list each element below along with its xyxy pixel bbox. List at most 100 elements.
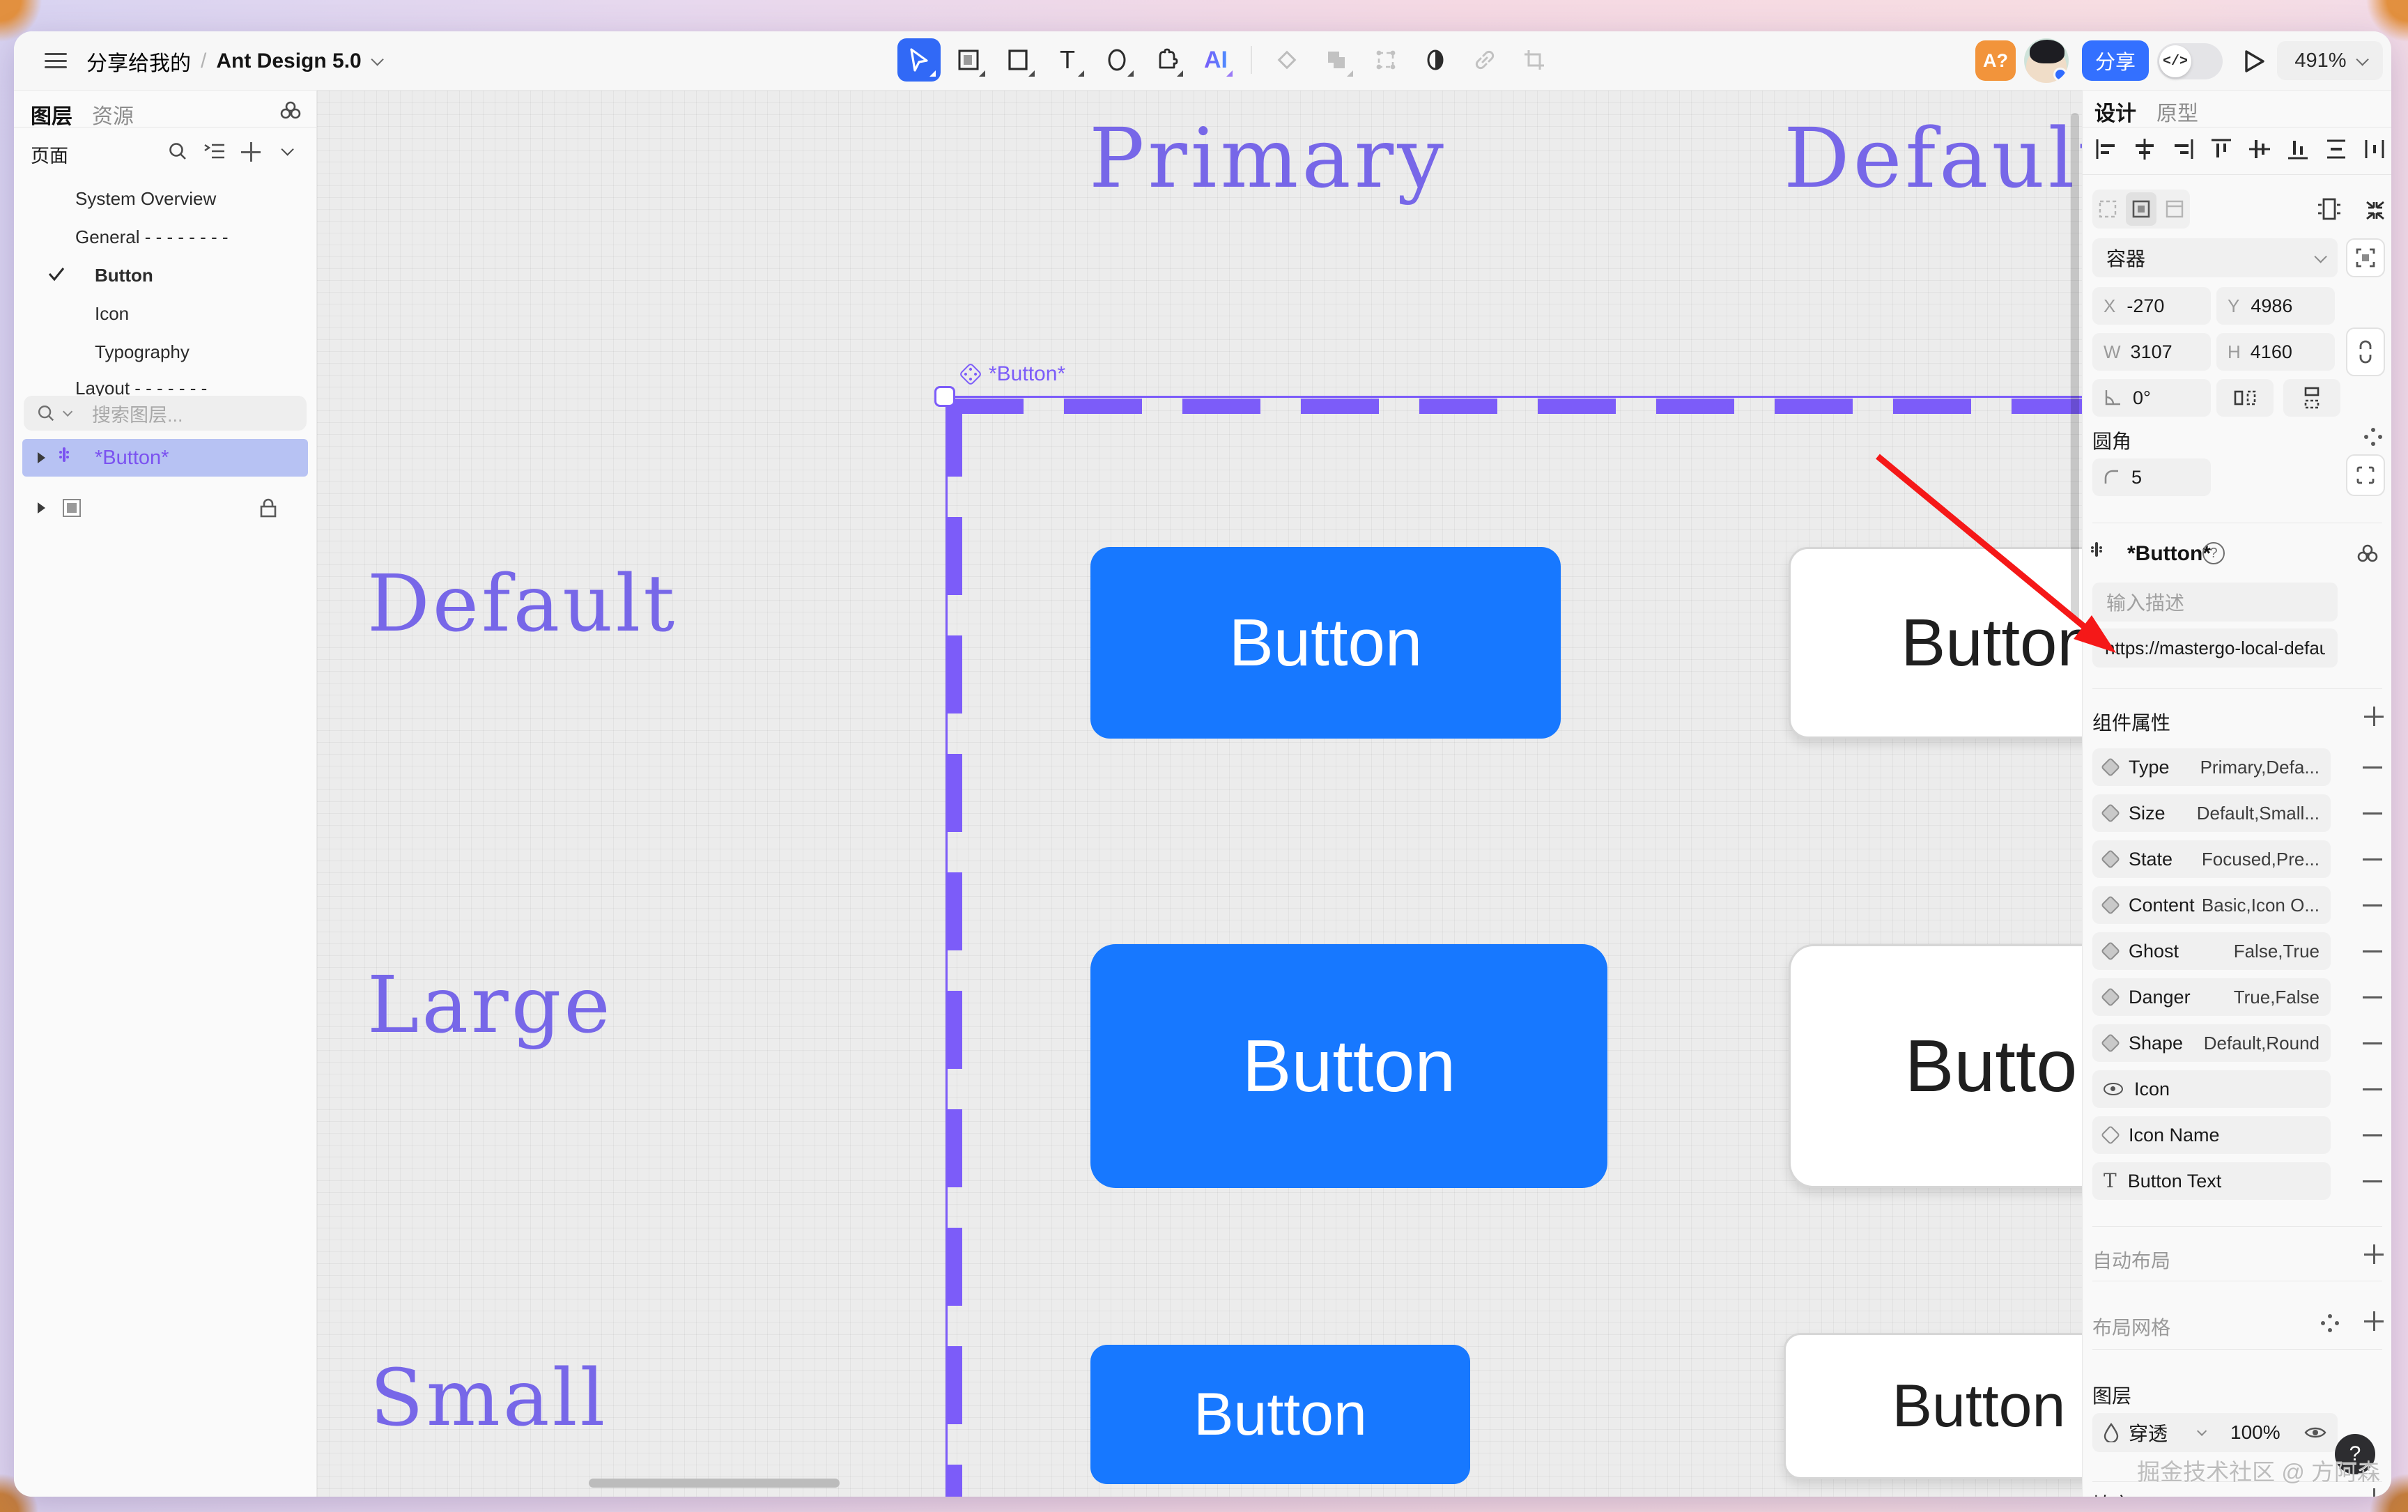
primary-button-large[interactable]: Button [1090, 944, 1607, 1188]
default-button-small[interactable]: Button [1784, 1333, 2082, 1479]
component-description-input[interactable]: 输入描述 [2092, 583, 2338, 622]
remove-property-icon[interactable] [2363, 1042, 2382, 1044]
tab-design[interactable]: 设计 [2094, 102, 2136, 125]
align-right-icon[interactable] [2170, 137, 2195, 162]
property-row-content[interactable]: Content Basic,Icon O... [2092, 886, 2331, 924]
boolean-tool-button[interactable] [1315, 38, 1358, 82]
mask-tool-button[interactable] [1414, 38, 1457, 82]
layer-row-locked[interactable] [22, 489, 308, 527]
y-position-field[interactable]: Y 4986 [2216, 287, 2335, 325]
assistant-badge[interactable]: A? [1975, 40, 2016, 81]
remove-property-icon[interactable] [2363, 858, 2382, 861]
rectangle-tool-button[interactable] [996, 38, 1040, 82]
chevron-down-icon[interactable] [371, 53, 384, 66]
expand-arrow-icon[interactable] [38, 452, 45, 463]
avatar[interactable] [2024, 38, 2069, 83]
move-tool-button[interactable] [897, 38, 941, 82]
property-row-danger[interactable]: Danger True,False [2092, 978, 2331, 1016]
zoom-level-dropdown[interactable]: 491% [2277, 41, 2383, 80]
detach-dots-icon[interactable] [2364, 428, 2382, 446]
canvas-row-label[interactable]: Large [367, 960, 613, 1051]
ai-tool-button[interactable]: AI [1194, 38, 1237, 82]
crop-tool-button[interactable] [1513, 38, 1556, 82]
container-type-dropdown[interactable]: 容器 [2092, 238, 2338, 277]
property-row-state[interactable]: State Focused,Pre... [2092, 840, 2331, 878]
search-filter-chevron-icon[interactable] [63, 406, 73, 417]
add-grid-icon[interactable] [2364, 1311, 2384, 1331]
horizontal-scrollbar[interactable] [589, 1479, 840, 1488]
constrain-proportions-button[interactable] [2346, 327, 2385, 376]
remove-property-icon[interactable] [2363, 1180, 2382, 1182]
component-link-input[interactable]: https://mastergo-local-default... [2092, 628, 2338, 668]
property-row-size[interactable]: Size Default,Small... [2092, 794, 2331, 832]
collapse-panel-icon[interactable] [2361, 195, 2389, 223]
visibility-eye-icon[interactable] [2304, 1425, 2326, 1440]
width-field[interactable]: W 3107 [2092, 333, 2211, 371]
primary-button-default[interactable]: Button [1090, 547, 1561, 739]
add-auto-layout-icon[interactable] [2364, 1244, 2384, 1264]
page-item[interactable]: Icon [95, 303, 130, 324]
property-row-ghost[interactable]: Ghost False,True [2092, 932, 2331, 970]
clip-content-icon[interactable] [2315, 195, 2343, 223]
page-list-icon[interactable] [203, 142, 226, 160]
property-row-type[interactable]: Type Primary,Defa... [2092, 748, 2331, 786]
page-item[interactable]: System Overview [75, 188, 217, 209]
share-button[interactable]: 分享 [2082, 40, 2149, 81]
breadcrumb-folder[interactable]: 分享给我的 [86, 52, 191, 75]
canvas-column-header[interactable]: Default [1784, 110, 2082, 206]
present-button[interactable] [2241, 48, 2267, 75]
add-page-icon[interactable] [241, 142, 261, 162]
add-fill-icon[interactable] [2364, 1488, 2384, 1497]
collapse-pages-icon[interactable] [281, 143, 294, 156]
opacity-value[interactable]: 100% [2230, 1421, 2280, 1443]
align-h-center-icon[interactable] [2132, 137, 2157, 162]
canvas-component-label[interactable]: *Button* [959, 362, 1065, 386]
shape-tool-button[interactable] [1095, 38, 1139, 82]
dev-mode-toggle[interactable]: </> [2157, 43, 2223, 79]
flip-horizontal-button[interactable] [2216, 379, 2274, 417]
layer-row-selected[interactable]: *Button* [22, 439, 308, 477]
cloud-component-icon[interactable] [2356, 542, 2379, 564]
lock-icon[interactable] [259, 497, 277, 518]
vertical-scrollbar[interactable] [2071, 113, 2079, 622]
primary-button-small[interactable]: Button [1090, 1345, 1470, 1484]
remove-property-icon[interactable] [2363, 904, 2382, 907]
cloud-sync-icon[interactable] [279, 99, 302, 121]
remove-property-icon[interactable] [2363, 996, 2382, 998]
expand-arrow-icon[interactable] [38, 502, 45, 514]
remove-property-icon[interactable] [2363, 950, 2382, 952]
tab-layers[interactable]: 图层 [31, 105, 72, 128]
remove-property-icon[interactable] [2363, 812, 2382, 815]
distribute-vertical-icon[interactable] [2324, 137, 2349, 162]
remove-property-icon[interactable] [2363, 766, 2382, 769]
fixed-size-button-active[interactable] [2126, 192, 2156, 226]
height-field[interactable]: H 4160 [2216, 333, 2335, 371]
select-region-tool-button[interactable] [1364, 38, 1407, 82]
page-item[interactable]: General - - - - - - - - [75, 226, 229, 247]
plugin-tool-button[interactable] [1145, 38, 1188, 82]
page-item[interactable]: Layout - - - - - - - [75, 378, 208, 399]
page-item[interactable]: Typography [95, 341, 190, 362]
rotation-field[interactable]: 0° [2092, 379, 2211, 417]
link-tool-button[interactable] [1463, 38, 1506, 82]
align-left-icon[interactable] [2094, 137, 2119, 162]
align-top-icon[interactable] [2209, 137, 2234, 162]
property-row-icon-name[interactable]: Icon Name [2092, 1116, 2331, 1154]
hug-contents-button[interactable] [2094, 194, 2122, 224]
search-icon[interactable] [167, 141, 188, 162]
property-row-button-text[interactable]: T Button Text [2092, 1162, 2331, 1200]
add-property-icon[interactable] [2364, 707, 2384, 726]
file-title[interactable]: Ant Design 5.0 [216, 49, 362, 72]
align-v-center-icon[interactable] [2247, 137, 2272, 162]
tab-prototype[interactable]: 原型 [2156, 102, 2198, 125]
distribute-horizontal-icon[interactable] [2362, 137, 2387, 162]
main-menu-icon[interactable] [45, 53, 67, 68]
fill-container-button[interactable] [2161, 194, 2189, 224]
default-button-large[interactable]: Button [1789, 944, 2082, 1188]
grid-options-dots-icon[interactable] [2321, 1314, 2339, 1332]
canvas-column-header[interactable]: Primary [1089, 110, 1447, 206]
focus-frame-button[interactable] [2346, 238, 2385, 277]
page-item-current[interactable]: Button [95, 265, 153, 286]
property-row-shape[interactable]: Shape Default,Round [2092, 1024, 2331, 1062]
tab-assets[interactable]: 资源 [92, 105, 134, 128]
